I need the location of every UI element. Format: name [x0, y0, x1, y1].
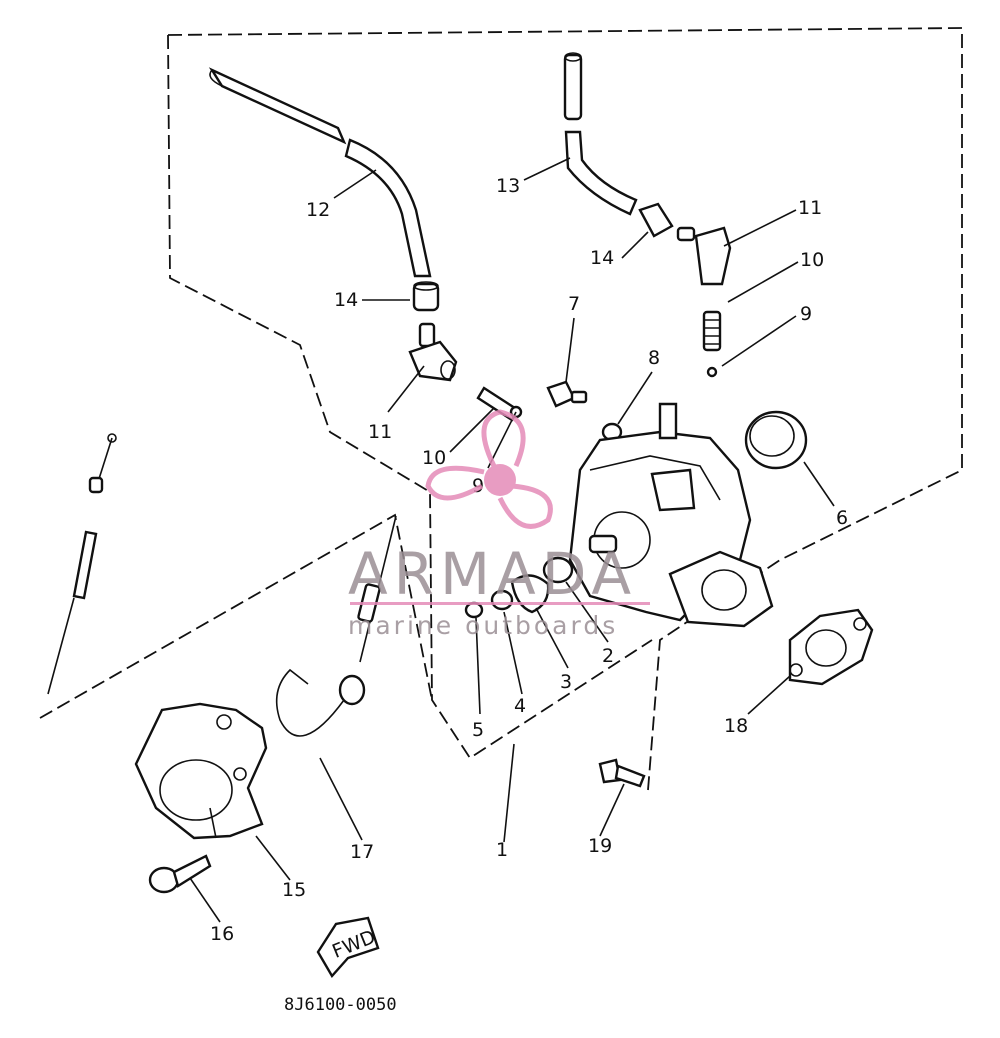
- washer-2: [542, 556, 574, 584]
- callout-13: 13: [496, 175, 520, 197]
- cap-6: [744, 410, 808, 470]
- elbow-fitting-11-left: [408, 322, 458, 382]
- callout-6: 6: [836, 507, 848, 529]
- bolt-7: [546, 380, 588, 408]
- bolt-19: [598, 758, 646, 788]
- callout-14-left: 14: [334, 289, 358, 311]
- callout-19: 19: [588, 835, 612, 857]
- callout-8: 8: [648, 347, 660, 369]
- callout-11-right: 11: [798, 197, 822, 219]
- leader-lines: [189, 157, 835, 923]
- watermark-underline: [350, 602, 650, 605]
- propeller-logo-icon: [425, 409, 553, 529]
- fuel-pump-body: [568, 402, 774, 628]
- callout-9-right: 9: [800, 303, 812, 325]
- clamp-14-left: [412, 281, 440, 312]
- callout-3: 3: [560, 671, 572, 693]
- callout-12: 12: [306, 199, 330, 221]
- callout-7: 7: [568, 293, 580, 315]
- callout-4: 4: [514, 695, 526, 717]
- hose-13: [563, 52, 638, 216]
- callout-10-left: 10: [422, 447, 446, 469]
- watermark: ARMADA marine outboards: [348, 409, 650, 640]
- figure-code: 8J6100-0050: [284, 995, 397, 1015]
- bolt-16: [148, 854, 212, 894]
- callout-10-right: 10: [800, 249, 824, 271]
- cover-15: [134, 702, 268, 840]
- callout-18: 18: [724, 715, 748, 737]
- clamp-14-right: [638, 202, 674, 238]
- callout-1: 1: [496, 839, 508, 861]
- gasket-18: [788, 608, 874, 686]
- assembly-group-outline: [167, 27, 963, 791]
- callout-16: 16: [210, 923, 234, 945]
- hose-12: [208, 67, 432, 278]
- callout-17: 17: [350, 841, 374, 863]
- elbow-fitting-11-right: [676, 226, 732, 286]
- callout-2: 2: [602, 645, 614, 667]
- cable-group-outline: [39, 513, 433, 719]
- forward-arrow: FWD: [316, 916, 380, 979]
- watermark-tagline: marine outboards: [348, 611, 618, 640]
- callout-15: 15: [282, 879, 306, 901]
- callout-5: 5: [472, 719, 484, 741]
- watermark-brand: ARMADA: [348, 540, 637, 608]
- callout-11-left: 11: [368, 421, 392, 443]
- check-ball-9-right: [706, 366, 718, 378]
- throttle-cable: [47, 433, 117, 695]
- callout-14-right: 14: [590, 247, 614, 269]
- spring-10-right: [702, 310, 722, 352]
